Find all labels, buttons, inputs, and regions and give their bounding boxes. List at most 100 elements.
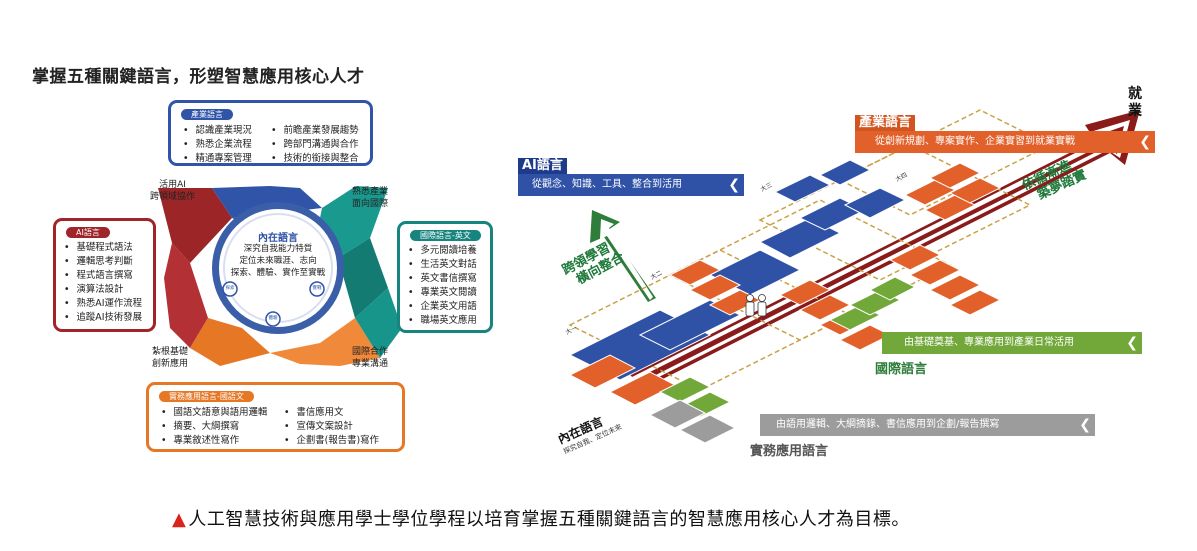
corner-top-left-2: 跨領域協作 <box>150 192 196 202</box>
practical-title: 實務應用語言 <box>750 444 829 459</box>
triangle-marker-icon: ▲ <box>172 509 187 530</box>
five-languages-cross-diagram <box>158 186 402 366</box>
badge-practice <box>265 311 281 327</box>
center-title: 內在語言 <box>258 233 298 244</box>
intl-tile <box>868 276 917 301</box>
ai-tile <box>843 187 907 219</box>
chevron-left-icon: ❮ <box>1079 417 1091 433</box>
list-item: 技術的銜接與整合 <box>271 152 359 166</box>
list-item: 生活英文對話 <box>408 258 477 272</box>
page-heading: 掌握五種關鍵語言，形塑智慧應用核心人才 <box>32 67 365 87</box>
industry-tile <box>688 274 742 301</box>
industry-language-box: 產業語言 認識產業現況 熟悉企業流程 精通專案管理 前瞻產業發展趨勢 跨部門溝通… <box>168 100 373 166</box>
corner-bottom-right-1: 國際合作 <box>352 347 389 357</box>
intl-box-list: 多元閱讀培養 生活英文對話 英文書信撰寫 專業英文閱讀 企業英文用語 職場英文應… <box>408 244 477 328</box>
ai-box-list: 基礎程式語法 邏輯思考判斷 程式語言撰寫 演算法設計 熟悉AI運作流程 追蹤AI… <box>64 241 142 325</box>
five-languages-isometric-diagram <box>568 109 1140 444</box>
intl-box-title: 國際語言-英文 <box>410 230 481 241</box>
corner-top-right: 熟悉產業 面向國際 <box>352 186 388 210</box>
arm-top-left <box>158 188 232 263</box>
ai-banner: 從觀念、知識、工具、整合到活用 ❮ <box>518 174 744 196</box>
industry-tile <box>568 354 637 389</box>
badge-explore-label: 探索 <box>225 286 235 291</box>
list-item: 演算法設計 <box>64 283 142 297</box>
arm-bottom <box>270 318 380 366</box>
industry-box-title: 產業語言 <box>181 109 233 120</box>
year-frame-3 <box>758 144 1032 281</box>
arm-left-red <box>164 243 208 348</box>
list-item: 職場英文應用 <box>408 314 477 328</box>
list-item: 熟悉AI運作流程 <box>64 297 142 311</box>
list-item: 英文書信撰寫 <box>408 272 477 286</box>
center-line-1: 深究自我能力特質 <box>243 244 313 254</box>
list-item: 宣傳文案設計 <box>284 420 379 434</box>
chevron-left-icon: ❮ <box>1126 335 1138 351</box>
employment-label: 就業 <box>1128 86 1146 120</box>
people-icon <box>745 294 767 317</box>
industry-tile <box>908 259 962 286</box>
intl-banner: 由基礎奠基、專業應用到產業日常活用 ❮ <box>882 332 1142 354</box>
arm-bottom-right <box>355 288 402 358</box>
list-item: 追蹤AI技術發展 <box>64 311 142 325</box>
ai-tile <box>818 159 872 186</box>
list-item: 前瞻產業發展趨勢 <box>271 124 359 138</box>
corner-bottom-left-1: 紮根基礎 <box>152 347 189 357</box>
list-item: 熟悉企業流程 <box>183 138 252 152</box>
arm-bottom-left <box>190 318 270 366</box>
industry-title-tag: 產業語言 <box>855 115 916 131</box>
badge-explore <box>222 281 238 297</box>
list-item: 摘要、大綱撰寫 <box>161 420 267 434</box>
badge-practice-label: 體驗 <box>268 316 278 321</box>
corner-top-right-1: 熟悉產業 <box>352 187 389 197</box>
employment-text: 就業 <box>1128 86 1142 119</box>
ai-box-title: AI語言 <box>66 227 110 238</box>
list-item: 程式語言撰寫 <box>64 269 142 283</box>
industry-tile <box>923 194 977 221</box>
corner-top-left-1: 活用AI <box>159 180 186 190</box>
intl-tile <box>658 376 712 403</box>
list-item: 書信應用文 <box>284 406 379 420</box>
practical-language-box: 實務應用語言-國語文 國語文語意與語用邏輯 摘要、大綱撰寫 專業敘述性寫作 書信… <box>146 382 405 452</box>
industry-box-col1: 認識產業現況 熟悉企業流程 精通專案管理 <box>183 124 252 166</box>
center-line-3: 探索、體驗、實作至實戰 <box>230 268 326 278</box>
list-item: 邏輯思考判斷 <box>64 255 142 269</box>
practical-banner-text: 由語用邏輯、大綱摘錄、書信應用到企劃/報告撰寫 <box>776 419 1000 430</box>
badge-realwork <box>309 281 325 297</box>
ai-language-box: AI語言 基礎程式語法 邏輯思考判斷 程式語言撰寫 演算法設計 熟悉AI運作流程… <box>53 218 156 332</box>
list-item: 企劃書(報告書)寫作 <box>284 434 379 448</box>
list-item: 認識產業現況 <box>183 124 252 138</box>
ai-tile <box>773 174 832 203</box>
ai-banner-text: 從觀念、知識、工具、整合到活用 <box>532 179 682 190</box>
industry-banner-text: 從創新規劃、專案實作、企業實習到就業實戰 <box>875 136 1075 147</box>
industry-tile <box>928 274 982 301</box>
industry-banner: 從創新規劃、專案實作、企業實習到就業實戰 ❮ <box>855 131 1155 153</box>
list-item: 專業英文閱讀 <box>408 286 477 300</box>
center-lines: 深究自我能力特質 定位未來職涯、志向 探索、體驗、實作至實戰 <box>215 243 341 279</box>
practical-tile <box>678 414 737 444</box>
list-item: 精通專案管理 <box>183 152 252 166</box>
ai-tile <box>638 299 742 351</box>
practical-banner: 由語用邏輯、大綱摘錄、書信應用到企劃/報告撰寫 ❮ <box>760 414 1095 436</box>
intl-banner-text: 由基礎奠基、專業應用到產業日常活用 <box>904 337 1074 348</box>
corner-top-right-2: 面向國際 <box>352 199 389 209</box>
industry-tile <box>948 289 1002 316</box>
list-item: 專業敘述性寫作 <box>161 434 267 448</box>
practical-box-title: 實務應用語言-國語文 <box>159 391 254 402</box>
list-item: 企業英文用語 <box>408 300 477 314</box>
industry-box-col2: 前瞻產業發展趨勢 跨部門溝通與合作 技術的銜接與整合 <box>271 124 359 166</box>
list-item: 國語文語意與語用邏輯 <box>161 406 268 420</box>
industry-tile <box>668 259 722 286</box>
corner-bottom-right-2: 專業溝通 <box>352 359 389 369</box>
practical-box-col2: 書信應用文 宣傳文案設計 企劃書(報告書)寫作 <box>284 406 379 448</box>
list-item: 跨部門溝通與合作 <box>271 138 359 152</box>
corner-top-left: 活用AI 跨領域協作 <box>150 179 195 203</box>
industry-tile <box>928 162 982 189</box>
practical-box-col1: 國語文語意與語用邏輯 摘要、大綱撰寫 專業敘述性寫作 <box>161 406 268 448</box>
practical-tile <box>648 399 707 429</box>
list-item: 多元閱讀培養 <box>408 244 477 258</box>
intl-language-box: 國際語言-英文 多元閱讀培養 生活英文對話 英文書信撰寫 專業英文閱讀 企業英文… <box>397 221 493 333</box>
center-line-2: 定位未來職涯、志向 <box>239 256 317 266</box>
chevron-left-icon: ❮ <box>728 177 740 193</box>
ai-title-tag: AI語言 <box>518 158 567 174</box>
caption-text: 人工智慧技術與應用學士學位學程以培育掌握五種關鍵語言的智慧應用核心人才為目標。 <box>188 509 910 530</box>
